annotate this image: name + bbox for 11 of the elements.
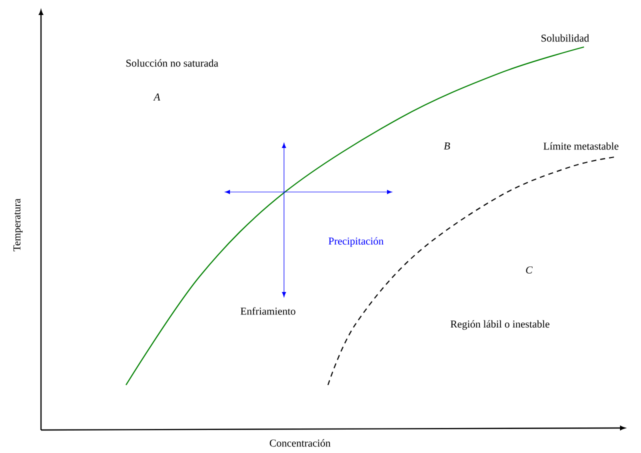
curve-label: Límite metastable	[544, 142, 618, 150]
axis-label: Concentración	[270, 439, 330, 447]
direction-label: Enfriamiento	[240, 307, 296, 315]
region-label: Solucción no saturada	[126, 59, 218, 67]
axis-label: Temperatura	[13, 198, 23, 252]
region-label: Región lábil o inestable	[450, 320, 550, 330]
region-label: C	[526, 266, 533, 274]
curve-label: Solubilidad	[542, 34, 590, 42]
region-label: B	[444, 142, 450, 150]
direction-label: Precipitación	[328, 237, 384, 247]
region-label: A	[153, 94, 160, 100]
